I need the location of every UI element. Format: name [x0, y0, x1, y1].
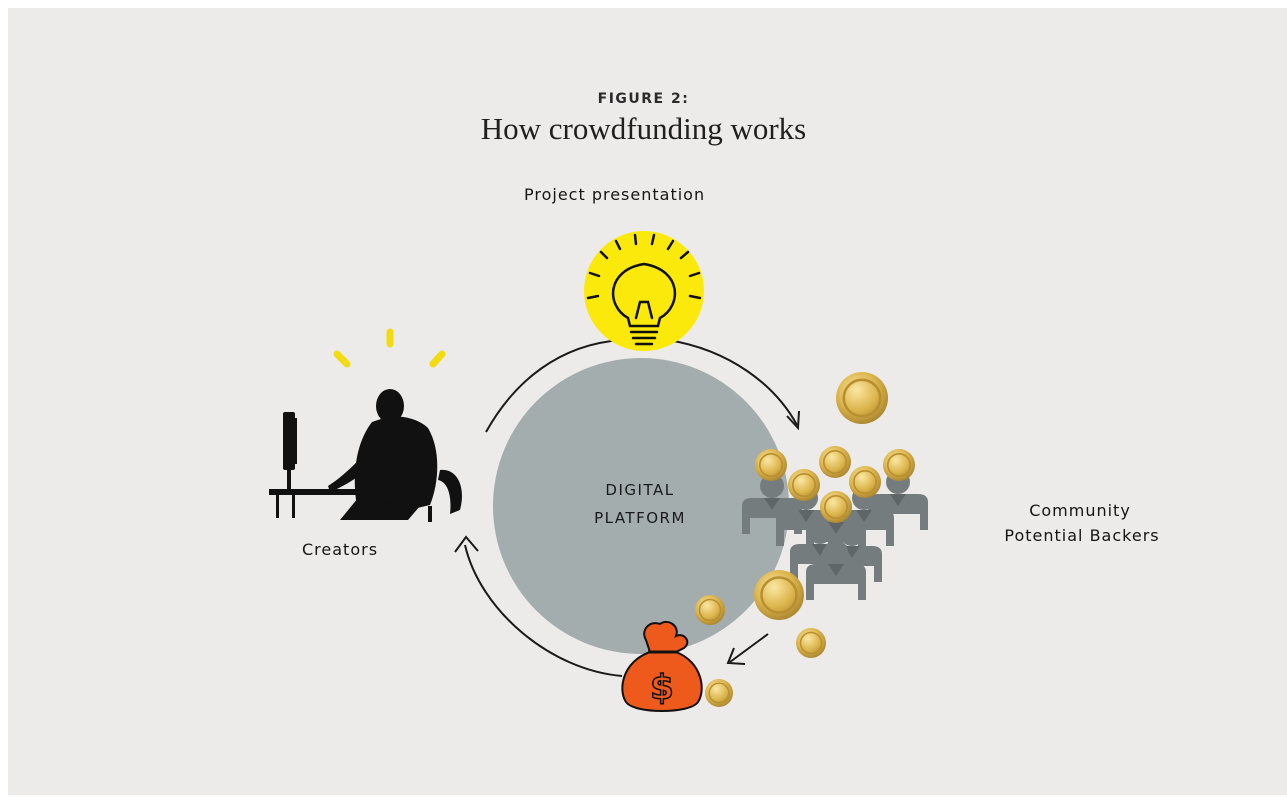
arrow-creators-to-project — [485, 339, 621, 433]
creator-spark-marks — [333, 328, 446, 368]
platform-label-line2: PLATFORM — [594, 509, 686, 527]
arrowhead-bag — [726, 647, 746, 665]
person-at-computer-icon — [269, 389, 462, 522]
money-bag-icon: $ — [621, 620, 703, 712]
arrow-backers-to-bag — [729, 633, 769, 663]
community-label: Community — [1029, 501, 1131, 520]
arrow-project-to-community — [667, 339, 798, 426]
figure-title: How crowdfunding works — [480, 111, 807, 146]
project-presentation-label: Project presentation — [524, 185, 706, 204]
potential-backers-label: Potential Backers — [1004, 526, 1160, 545]
arrow-bag-to-creators — [464, 544, 623, 677]
digital-platform-circle — [493, 358, 789, 654]
platform-label-line1: DIGITAL — [605, 481, 675, 499]
figure-label: FIGURE 2: — [597, 91, 690, 107]
lightbulb-icon — [584, 231, 704, 351]
arrowhead-creators — [454, 535, 479, 553]
svg-text:$: $ — [650, 668, 674, 708]
arrowhead-community — [786, 410, 800, 431]
creators-label: Creators — [302, 540, 379, 559]
